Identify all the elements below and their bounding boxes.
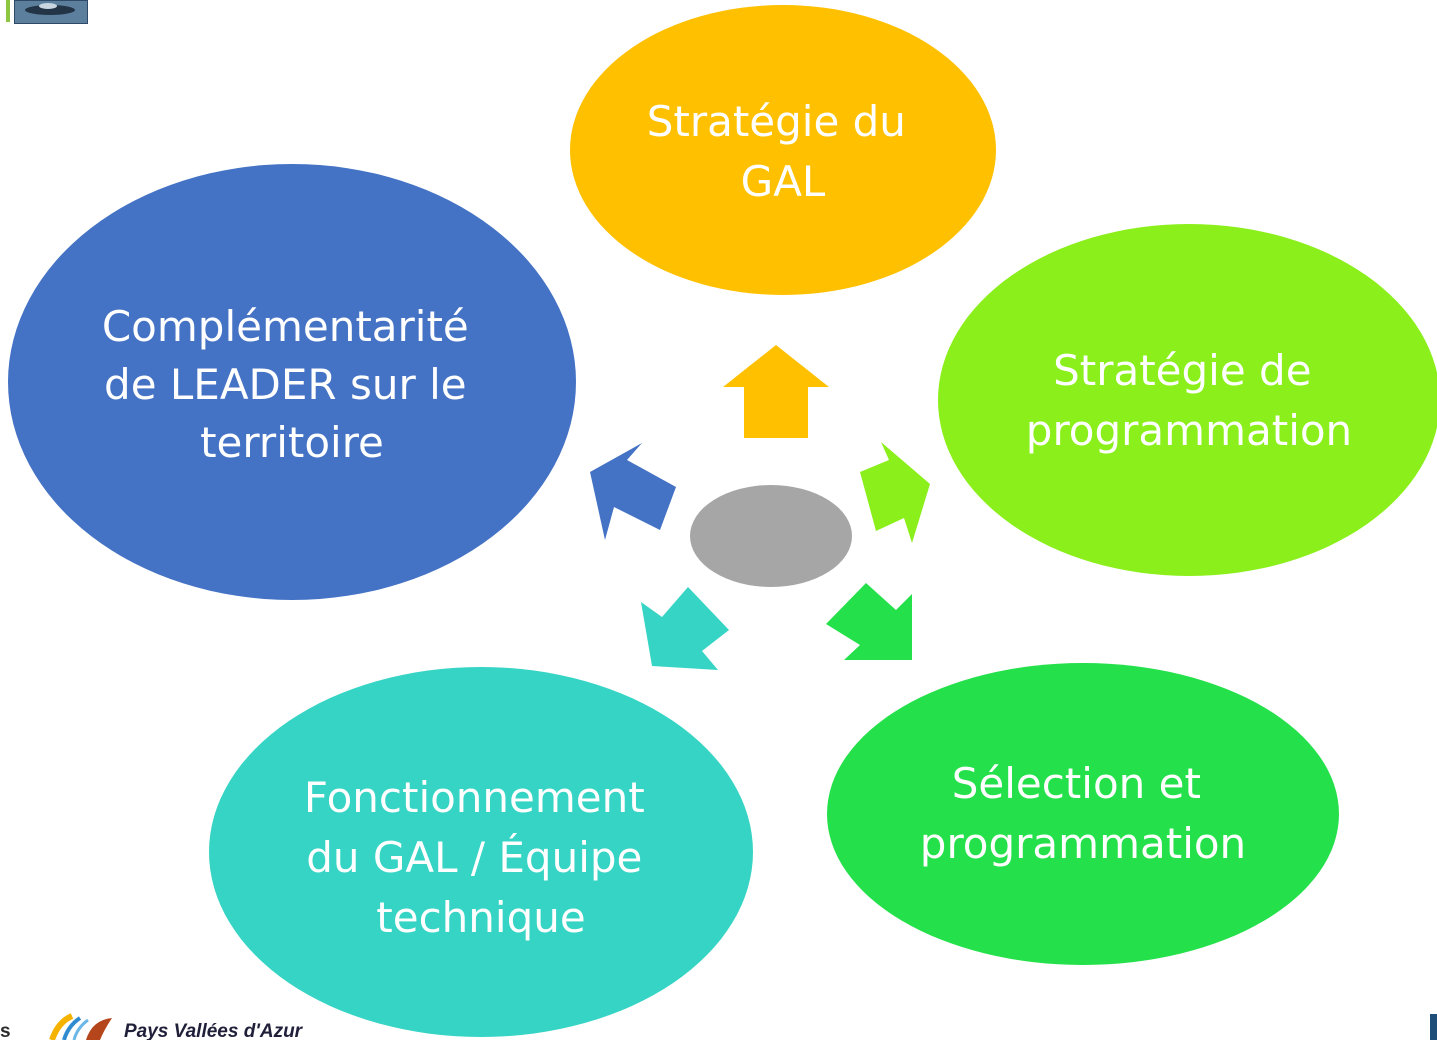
node-label-line: du GAL / Équipe <box>306 832 642 882</box>
node-complementarite-leader <box>8 164 576 600</box>
node-strategie-gal-label: Stratégie du GAL <box>647 97 920 206</box>
node-label-line: de LEADER sur le <box>104 360 467 409</box>
node-label-line: Sélection et <box>952 759 1201 808</box>
arrow-up-icon <box>723 345 829 438</box>
arrow-lower-right-icon <box>826 583 912 660</box>
node-strategie-programmation-label: Stratégie de programmation <box>1026 346 1352 455</box>
footer-brand-text: Pays Vallées d'Azur <box>124 1021 304 1040</box>
arrow-lower-left-icon <box>641 587 729 670</box>
node-fonctionnement-gal <box>209 667 753 1037</box>
corner-logo-mark <box>1430 1014 1437 1040</box>
node-label-line: Stratégie de <box>1053 346 1311 395</box>
node-strategie-programmation <box>938 224 1437 576</box>
node-label-line: Complémentarité <box>102 302 469 351</box>
footer-left-letter: s <box>0 1021 11 1040</box>
node-label-line: territoire <box>200 418 384 467</box>
node-label-line: GAL <box>741 157 826 206</box>
header-accent-bar <box>6 0 10 22</box>
node-selection-programmation <box>827 663 1339 965</box>
node-label-line: Stratégie du <box>647 97 906 146</box>
center-hub <box>690 485 852 587</box>
node-complementarite-leader-label: Complémentarité de LEADER sur le territo… <box>102 302 482 467</box>
node-strategie-gal <box>570 5 996 295</box>
node-fonctionnement-gal-label: Fonctionnement du GAL / Équipe technique <box>304 773 658 942</box>
node-label-line: Fonctionnement <box>304 773 645 822</box>
node-selection-programmation-label: Sélection et programmation <box>920 759 1246 868</box>
photo-thumbnail-icon <box>14 0 88 24</box>
node-label-line: programmation <box>920 819 1246 868</box>
node-label-line: technique <box>376 893 585 942</box>
node-label-line: programmation <box>1026 406 1352 455</box>
arrow-upper-right-icon <box>860 442 930 543</box>
pays-vallees-azur-logo <box>49 1013 112 1040</box>
arrow-upper-left-icon <box>590 443 676 540</box>
